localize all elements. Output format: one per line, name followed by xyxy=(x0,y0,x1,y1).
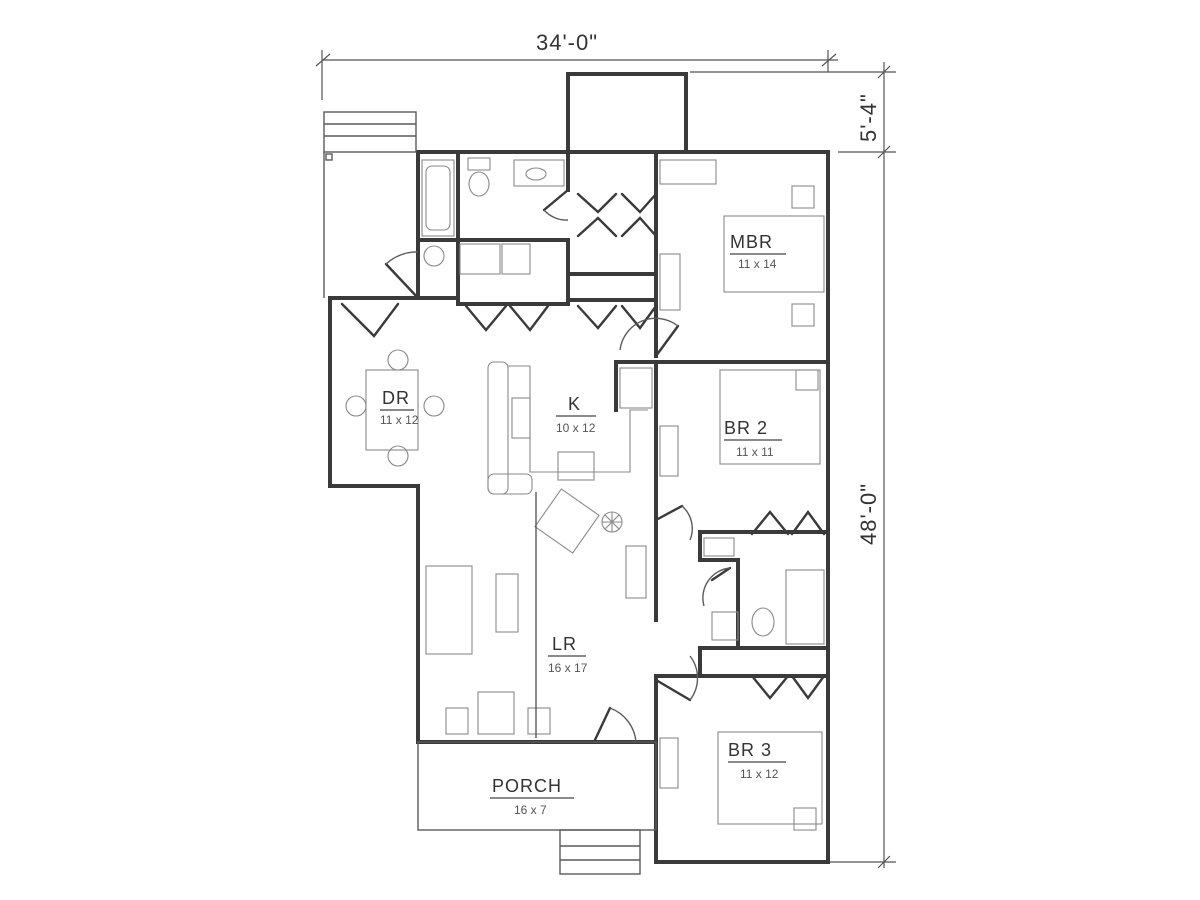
svg-text:K: K xyxy=(568,394,581,414)
svg-text:16 x 17: 16 x 17 xyxy=(548,661,588,675)
svg-text:16 x 7: 16 x 7 xyxy=(514,803,547,817)
rear-extension-dimension: 5'-4" xyxy=(856,93,881,142)
svg-text:11 x 11: 11 x 11 xyxy=(736,445,774,459)
rear-steps xyxy=(323,111,417,298)
svg-text:LR: LR xyxy=(552,634,577,654)
svg-text:10 x 12: 10 x 12 xyxy=(556,421,596,435)
svg-text:BR 3: BR 3 xyxy=(728,740,772,760)
doors xyxy=(340,188,826,744)
room-label-lr: LR 16 x 17 xyxy=(548,634,588,675)
svg-text:BR 2: BR 2 xyxy=(724,418,768,438)
room-label-k: K 10 x 12 xyxy=(556,394,596,435)
dimension-lines xyxy=(315,50,896,869)
room-label-mbr: MBR 11 x 14 xyxy=(730,232,786,271)
svg-text:11 x 14: 11 x 14 xyxy=(738,257,777,271)
plant-icon xyxy=(601,511,623,533)
room-label-br2: BR 2 11 x 11 xyxy=(724,418,782,459)
svg-text:DR: DR xyxy=(382,388,410,408)
svg-text:MBR: MBR xyxy=(730,232,773,252)
room-label-dr: DR 11 x 12 xyxy=(380,388,419,427)
room-label-br3: BR 3 11 x 12 xyxy=(728,740,786,781)
room-label-porch: PORCH 16 x 7 xyxy=(490,776,574,817)
depth-dimension: 48'-0" xyxy=(856,483,881,545)
fixtures xyxy=(345,157,825,875)
svg-text:PORCH: PORCH xyxy=(492,776,562,796)
width-dimension: 34'-0" xyxy=(536,30,598,55)
interior-walls xyxy=(416,150,830,864)
svg-text:11 x 12: 11 x 12 xyxy=(380,413,419,427)
svg-text:11 x 12: 11 x 12 xyxy=(740,767,779,781)
